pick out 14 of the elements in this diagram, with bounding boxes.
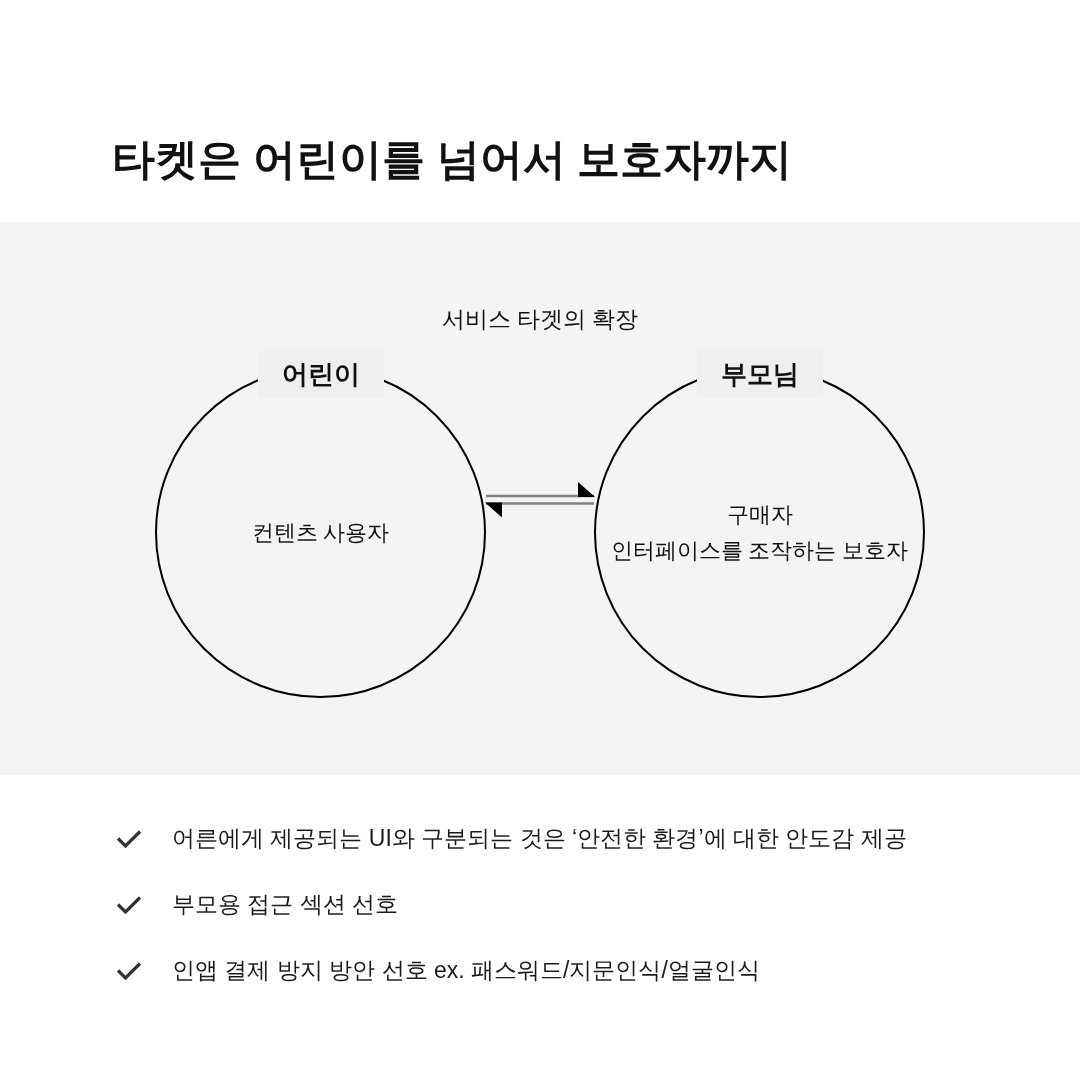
group-circle: [594, 351, 925, 698]
page-title: 타켓은 어린이를 넘어서 보호자까지: [112, 135, 793, 185]
group-circle: [155, 351, 486, 698]
list-item-text: 어른에게 제공되는 UI와 구분되는 것은 ‘안전한 환경’에 대한 안도감 제공: [172, 823, 907, 853]
circle-text: 컨텐츠 사용자: [251, 519, 390, 547]
harpoon-arrow: [485, 502, 594, 518]
list-item-text: 인앱 결제 방지 방안 선호 ex. 패스워드/지문인식/얼굴인식: [172, 955, 760, 985]
circle-heading: 부모님: [696, 351, 823, 397]
harpoon-arrow: [486, 482, 595, 498]
list-item-text: 부모용 접근 섹션 선호: [172, 889, 399, 919]
panel-subtitle: 서비스 타겟의 확장: [440, 306, 640, 334]
circle-text: 구매자: [726, 501, 793, 529]
circle-text: 인터페이스를 조작하는 보호자: [610, 537, 909, 565]
circle-heading: 어린이: [257, 351, 384, 397]
